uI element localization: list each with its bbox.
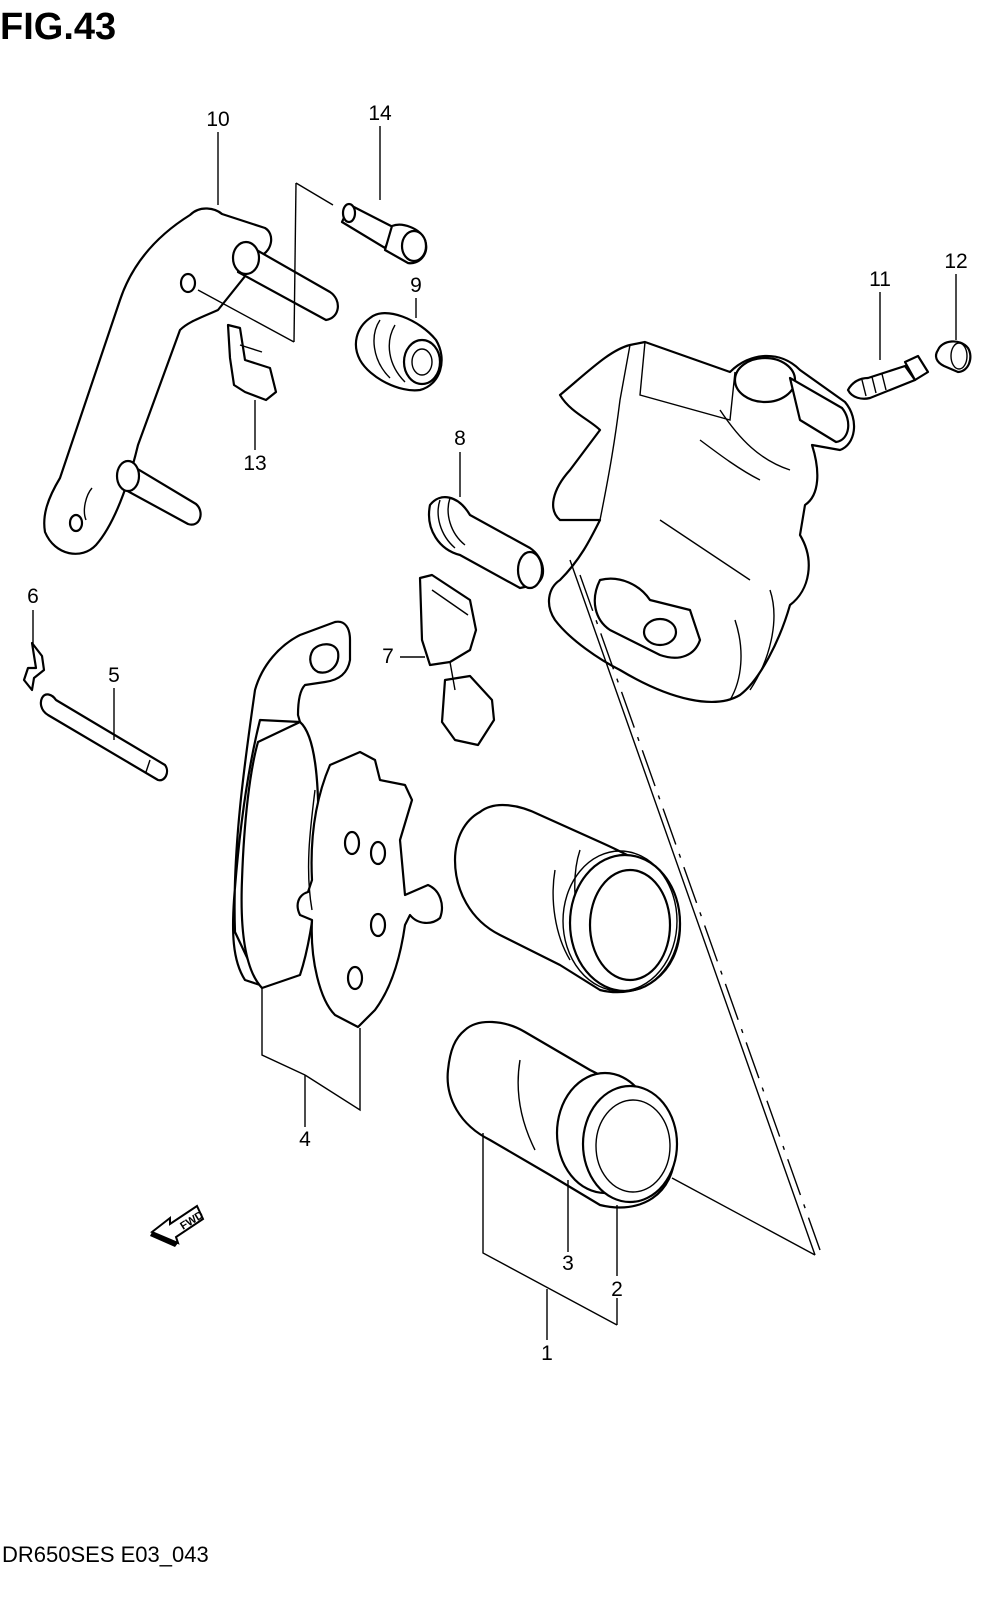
caliper-body[interactable] bbox=[547, 340, 856, 703]
forward-arrow-icon: FWD bbox=[150, 1204, 206, 1247]
pad-spring-part-13[interactable] bbox=[226, 323, 278, 402]
dust-seal-part-2[interactable] bbox=[581, 1084, 679, 1204]
callout-13: 13 bbox=[243, 452, 266, 475]
caliper-bracket-part-10[interactable] bbox=[43, 207, 339, 555]
callout-8: 8 bbox=[454, 427, 466, 450]
callout-5: 5 bbox=[108, 664, 120, 687]
callout-12: 12 bbox=[944, 250, 967, 273]
callout-2: 2 bbox=[611, 1278, 623, 1301]
bleeder-cap-part-12[interactable] bbox=[934, 340, 972, 374]
pad-spring-part-7[interactable] bbox=[418, 573, 496, 747]
callout-7: 7 bbox=[382, 645, 394, 668]
callout-6: 6 bbox=[27, 585, 39, 608]
brake-pad-set-part-4[interactable] bbox=[231, 620, 444, 1029]
boot-part-9[interactable] bbox=[354, 312, 443, 392]
pin-clip-part-6[interactable] bbox=[22, 641, 46, 692]
slide-pin-part-8[interactable] bbox=[427, 496, 544, 590]
fwd-label: FWD bbox=[178, 1209, 206, 1232]
callout-14: 14 bbox=[368, 102, 392, 125]
pad-pin-part-5[interactable] bbox=[39, 693, 169, 782]
callout-1: 1 bbox=[541, 1342, 553, 1365]
figure-footer-code: DR650SES E03_043 bbox=[2, 1542, 209, 1567]
callout-11: 11 bbox=[869, 268, 891, 291]
bleeder-valve-part-11[interactable] bbox=[846, 354, 930, 400]
bolt-part-14[interactable] bbox=[340, 202, 428, 265]
callout-10: 10 bbox=[206, 108, 229, 131]
callout-3: 3 bbox=[562, 1252, 574, 1275]
callout-9: 9 bbox=[410, 274, 422, 297]
piston-upper[interactable] bbox=[453, 803, 682, 994]
figure-title: FIG.43 bbox=[0, 6, 117, 48]
callout-4: 4 bbox=[299, 1128, 311, 1151]
